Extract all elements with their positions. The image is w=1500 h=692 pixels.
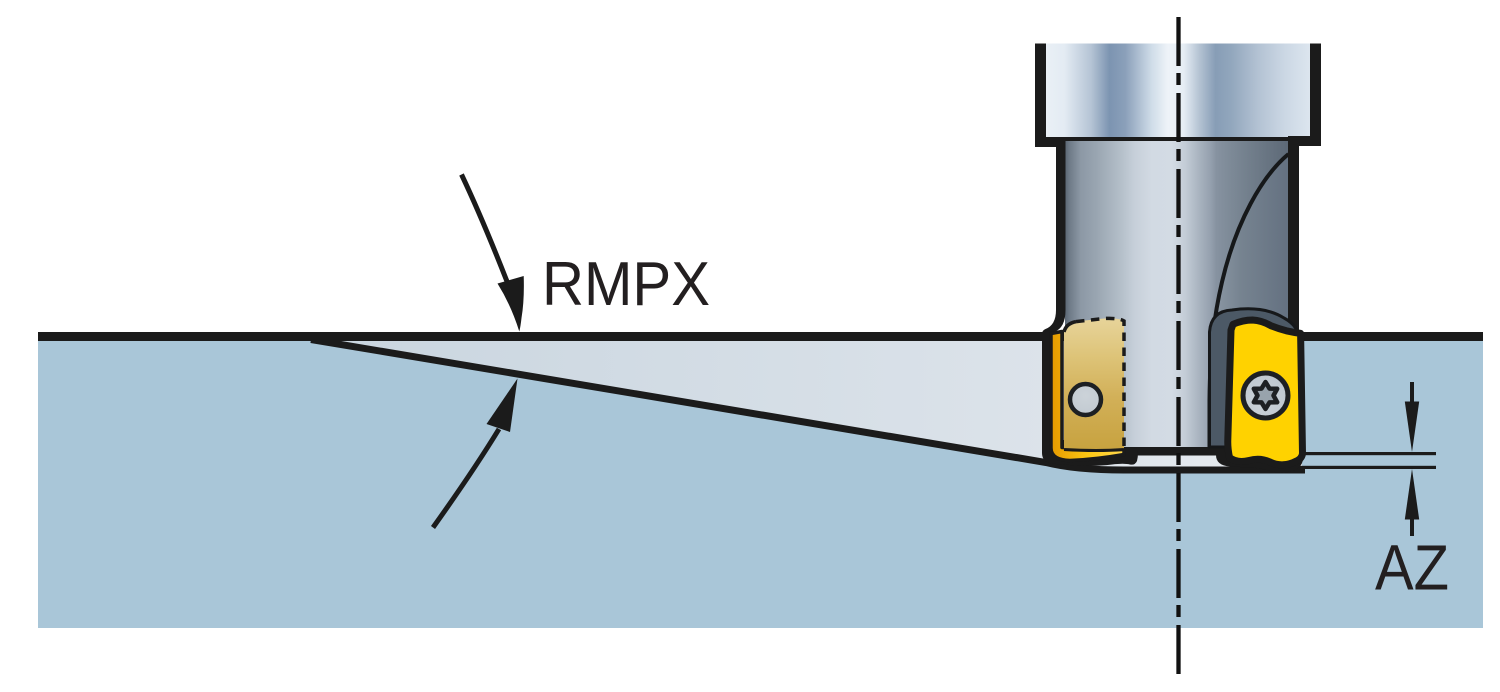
svg-text:RMPX: RMPX [542,250,710,319]
svg-text:AZ: AZ [1375,532,1449,604]
